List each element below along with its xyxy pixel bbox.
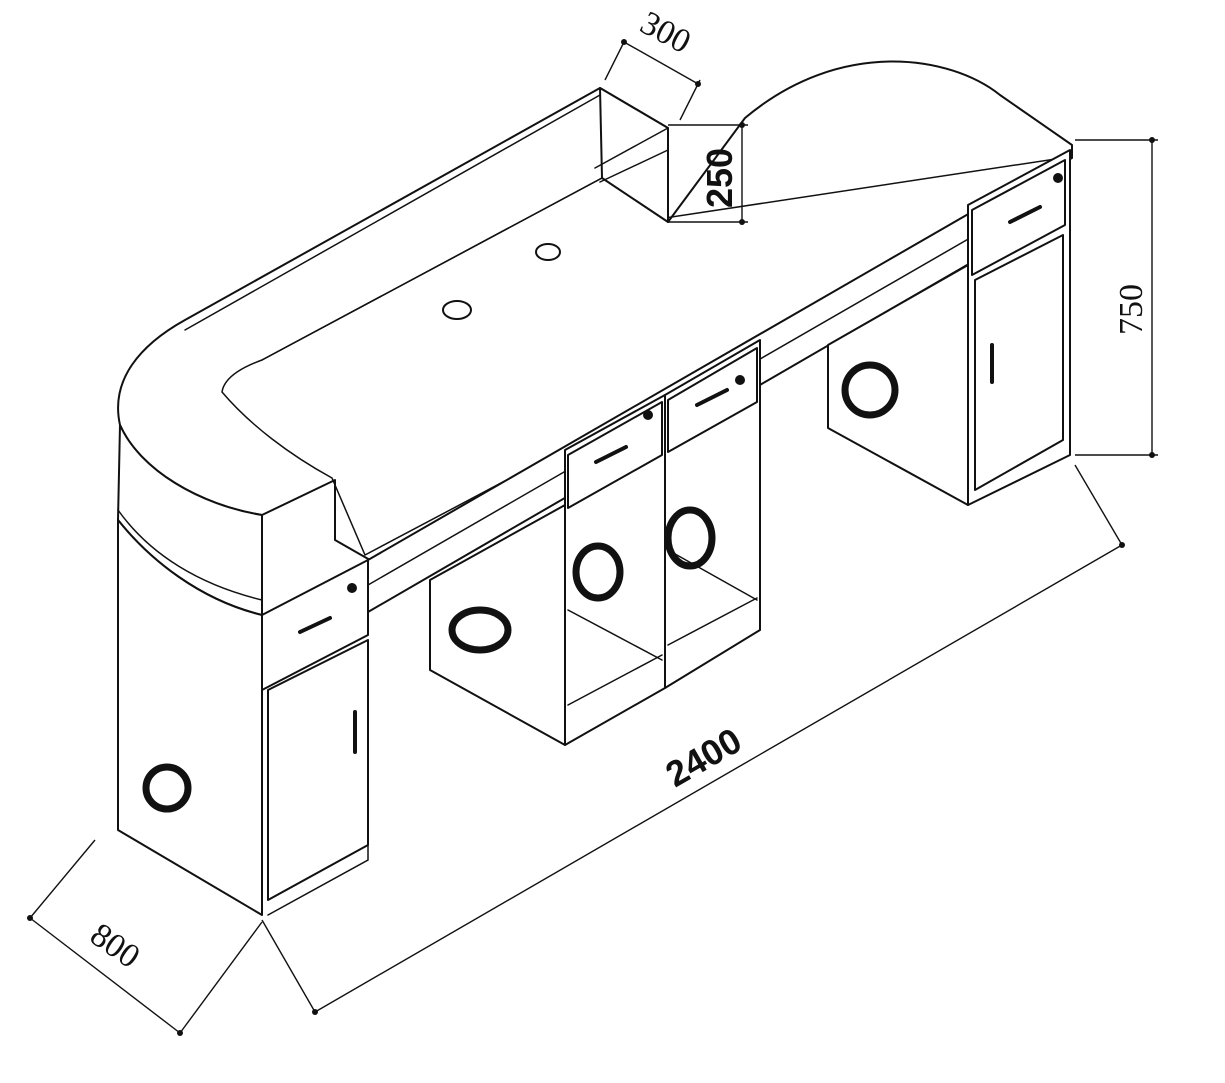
dimension-lines [27, 39, 1158, 1036]
dim-label-750: 750 [1113, 284, 1150, 335]
top-cable-hole-right [535, 243, 561, 261]
table-body [117, 60, 1073, 916]
center-drawer-right-handle [695, 388, 729, 407]
center-drawer-right [667, 347, 758, 453]
center-drawer-left-knob [643, 410, 653, 420]
center-drawer-right-knob [735, 375, 745, 385]
dim-label-250: 250 [699, 148, 740, 208]
right-door [974, 234, 1064, 491]
left-drawer-knob [347, 583, 357, 593]
right-hanging-grommet [841, 361, 899, 419]
dim-label-2400: 2400 [659, 719, 749, 795]
center-drawer-left [567, 401, 663, 509]
top-cable-hole-left [442, 300, 472, 320]
right-cabinet [967, 149, 1071, 506]
center-drawer-left-handle [594, 445, 628, 464]
center-cabinet-right [664, 339, 761, 689]
right-drawer-handle [1008, 205, 1042, 224]
table-top-inner-panel [221, 156, 1065, 557]
left-drawer-handle [298, 616, 332, 634]
right-drawer-knob [1053, 173, 1063, 183]
center-left-grommet [572, 542, 624, 602]
left-cabinet-grommet [142, 763, 192, 813]
right-drawer [971, 159, 1066, 276]
left-hanging-grommet [448, 606, 512, 654]
center-right-grommet [664, 506, 716, 570]
